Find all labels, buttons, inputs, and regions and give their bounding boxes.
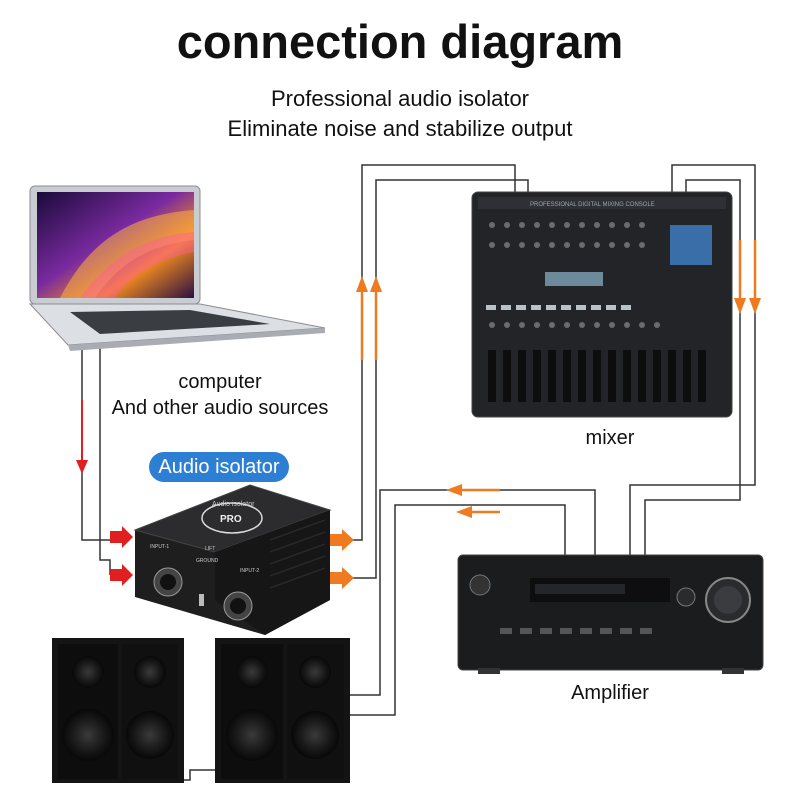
arrows <box>76 240 761 589</box>
page-title: connection diagram <box>176 15 624 68</box>
audio-isolator-badge: Audio isolator <box>149 452 289 482</box>
arrow-red-input1 <box>110 526 133 548</box>
subtitle-line-2: Eliminate noise and stabilize output <box>227 116 573 141</box>
wire-speaker-link <box>180 769 215 781</box>
amplifier-icon <box>457 554 764 674</box>
arrow-down-red <box>76 400 88 474</box>
ground-lift-switch <box>199 594 204 606</box>
arrow-down-orange-2 <box>749 240 761 314</box>
wire-amp-speaker-2 <box>350 504 566 716</box>
arrow-down-orange-1 <box>734 240 746 314</box>
arrow-red-input2 <box>110 564 133 586</box>
wire-mixer-amp-2 <box>644 179 741 555</box>
arrow-left-orange-2 <box>456 506 500 518</box>
amplifier-label: Amplifier <box>571 682 649 704</box>
mixer-faders <box>488 350 706 402</box>
wire-computer-isolator-2 <box>99 345 111 575</box>
wire-isolator-mixer-2 <box>330 179 529 579</box>
wire-mixer-amp-1 <box>629 164 756 555</box>
mixer-icon: PROFESSIONAL DIGITAL MIXING CONSOLE <box>471 191 733 418</box>
isolator-input1-text: INPUT-1 <box>150 544 169 550</box>
speaker-right-icon <box>215 638 350 783</box>
wire-computer-isolator <box>81 335 110 541</box>
arrow-orange-out2 <box>330 567 354 589</box>
mixer-buttons <box>486 305 631 310</box>
isolator-lift-text: LIFT <box>205 546 215 552</box>
audio-isolator-device: PRO Audio isolator INPUT-1 INPUT-2 GROUN… <box>133 484 332 635</box>
isolator-logo-text: PRO <box>220 514 242 525</box>
arrow-up-orange-2 <box>370 276 382 360</box>
arrow-up-orange-1 <box>356 276 368 360</box>
arrow-orange-out1 <box>330 529 354 551</box>
mixer-banner-text: PROFESSIONAL DIGITAL MIXING CONSOLE <box>530 202 655 208</box>
isolator-name-text: Audio isolator <box>212 501 255 508</box>
mixer-knobs <box>489 222 660 328</box>
laptop-icon <box>28 185 326 351</box>
subtitle-line-1: Professional audio isolator <box>270 86 530 111</box>
speaker-left-icon <box>52 638 184 783</box>
mixer-label: mixer <box>585 427 635 449</box>
computer-label: computer <box>178 371 262 393</box>
isolator-input2-text: INPUT-2 <box>240 568 259 574</box>
arrow-left-orange-1 <box>446 484 500 496</box>
wire-amp-speaker-1 <box>350 489 596 696</box>
computer-sublabel: And other audio sources <box>111 397 329 419</box>
isolator-ground-text: GROUND <box>196 558 219 564</box>
